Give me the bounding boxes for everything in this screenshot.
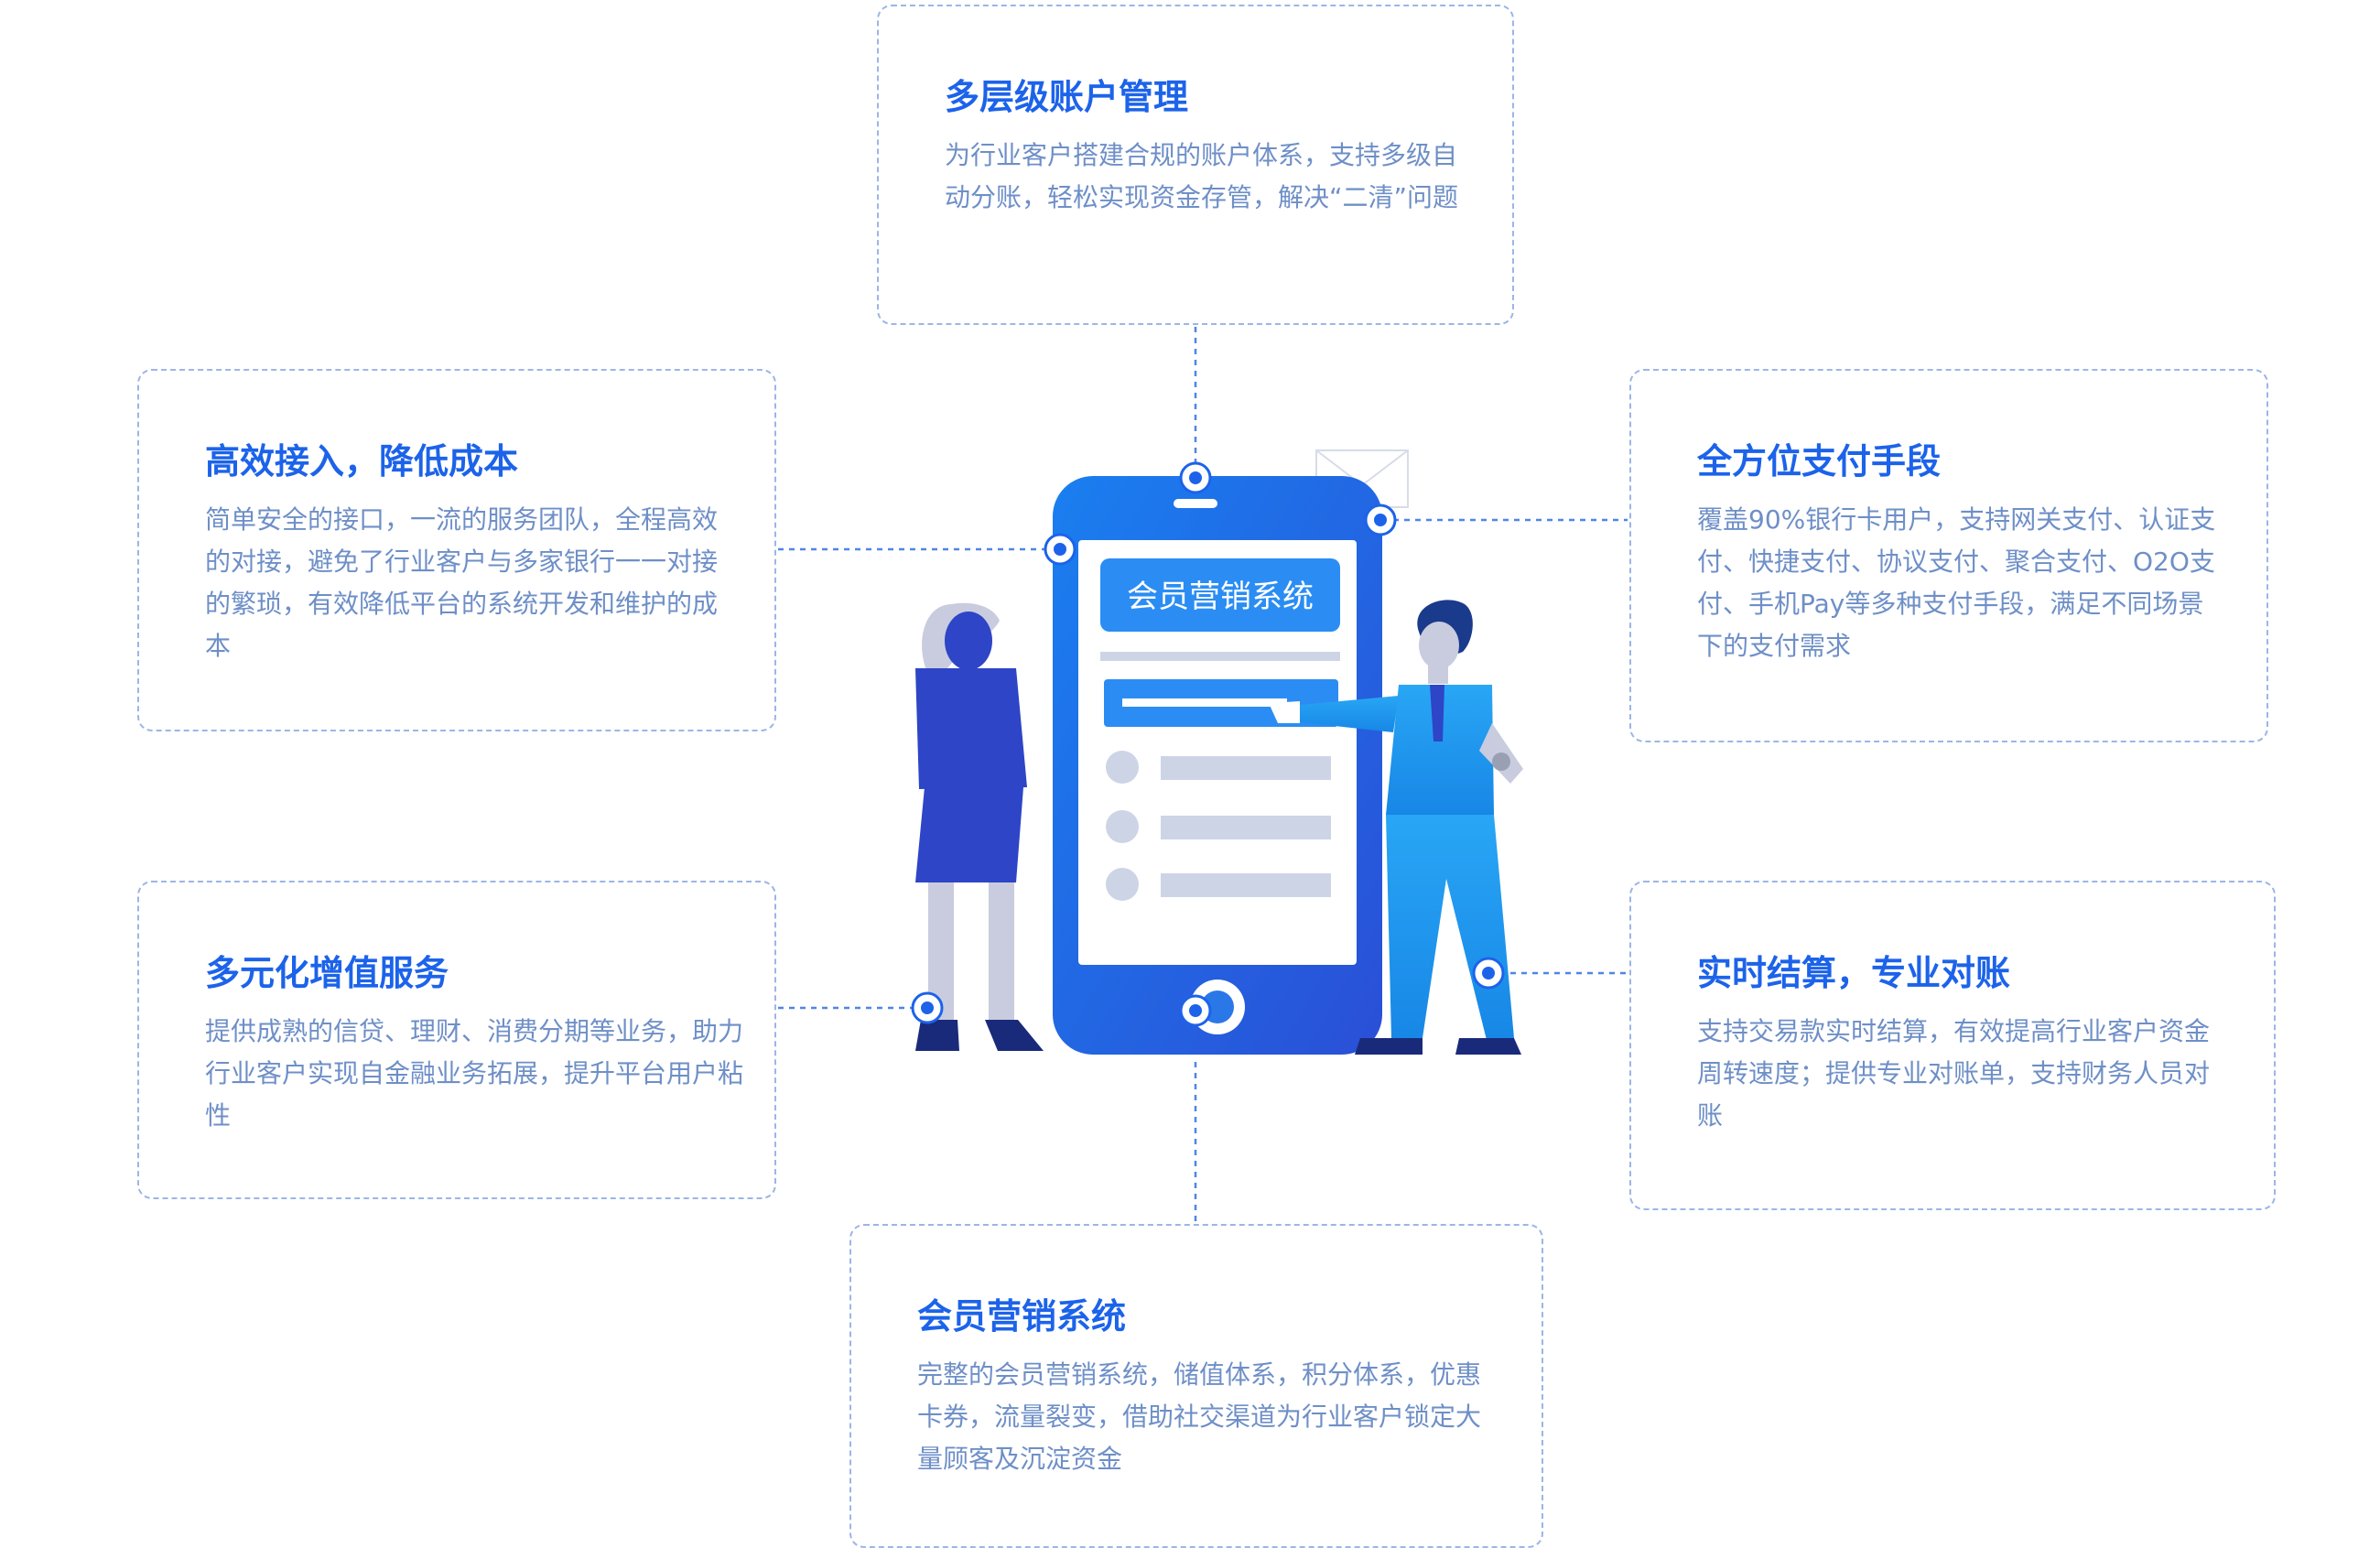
card-title: 多元化增值服务 [205, 953, 449, 993]
feature-card-value-added-services: 多元化增值服务 提供成熟的信贷、理财、消费分期等业务，助力行业客户实现自金融业务… [137, 881, 776, 1199]
card-description: 简单安全的接口，一流的服务团队，全程高效的对接，避免了行业客户与多家银行一一对接… [205, 504, 719, 661]
card-title: 高效接入，降低成本 [205, 441, 519, 482]
card-title: 实时结算，专业对账 [1697, 953, 2011, 993]
card-description: 完整的会员营销系统，储值体系，积分体系，优惠卡券，流量裂变，借助社交渠道为行业客… [917, 1359, 1482, 1474]
connector-nodes [911, 461, 1505, 1027]
woman-figure [915, 602, 1044, 1051]
connector-lines [778, 327, 1628, 1222]
card-description: 为行业客户搭建合规的账户体系，支持多级自动分账，轻松实现资金存管，解决“二清”问… [945, 140, 1459, 212]
card-title: 会员营销系统 [917, 1296, 1127, 1337]
feature-card-payment-methods: 全方位支付手段 覆盖90%银行卡用户，支持网关支付、认证支付、快捷支付、协议支付… [1629, 369, 2268, 742]
card-description: 支持交易款实时结算，有效提高行业客户资金周转速度；提供专业对账单，支持财务人员对… [1697, 1016, 2211, 1131]
card-title: 全方位支付手段 [1697, 441, 1942, 482]
card-title: 多层级账户管理 [945, 77, 1189, 117]
card-description: 提供成熟的信贷、理财、消费分期等业务，助力行业客户实现自金融业务拓展，提升平台用… [205, 1016, 744, 1131]
feature-card-member-marketing: 会员营销系统 完整的会员营销系统，储值体系，积分体系，优惠卡券，流量裂变，借助社… [849, 1224, 1543, 1548]
feature-card-efficient-access: 高效接入，降低成本 简单安全的接口，一流的服务团队，全程高效的对接，避免了行业客… [137, 369, 776, 731]
phone-screen-title: 会员营销系统 [1127, 579, 1314, 615]
phone-illustration [1053, 476, 1382, 1055]
feature-card-account-management: 多层级账户管理 为行业客户搭建合规的账户体系，支持多级自动分账，轻松实现资金存管… [877, 5, 1514, 325]
card-description: 覆盖90%银行卡用户，支持网关支付、认证支付、快捷支付、协议支付、聚合支付、O2… [1697, 504, 2216, 661]
feature-card-realtime-settlement: 实时结算，专业对账 支持交易款实时结算，有效提高行业客户资金周转速度；提供专业对… [1629, 881, 2276, 1210]
